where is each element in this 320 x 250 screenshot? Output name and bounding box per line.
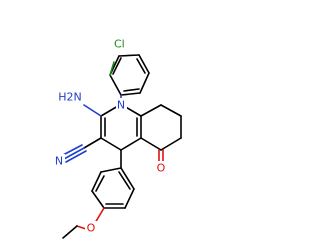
c-cl-bond: [109, 61, 115, 76]
c-nh2-bond: [83, 104, 102, 117]
nitrile-triple-bond-1: [63, 147, 85, 160]
chemical-structure-diagram: Cl N H2N N O O: [54, 37, 182, 239]
nitrile-triple-bond-3: [65, 150, 87, 163]
ketone-oxygen-label: O: [157, 162, 166, 175]
ethyl-bond: [62, 225, 78, 239]
ethoxyphenyl-ring: [91, 167, 135, 209]
nitrile-triple-bond-2: [62, 144, 83, 156]
o-ethyl-bond: [76, 225, 87, 230]
nitrile-nitrogen-label: N: [55, 155, 63, 168]
aryl-o-bond: [94, 207, 105, 224]
ether-oxygen-label: O: [87, 222, 96, 235]
c-cn-bond: [83, 137, 102, 149]
ring-nitrogen-label: N: [117, 99, 125, 112]
amino-label: H2N: [58, 91, 82, 104]
chlorine-label: Cl: [114, 38, 125, 51]
chlorophenyl-ring: [109, 54, 150, 96]
cyclohexanone-ring: [140, 104, 182, 151]
